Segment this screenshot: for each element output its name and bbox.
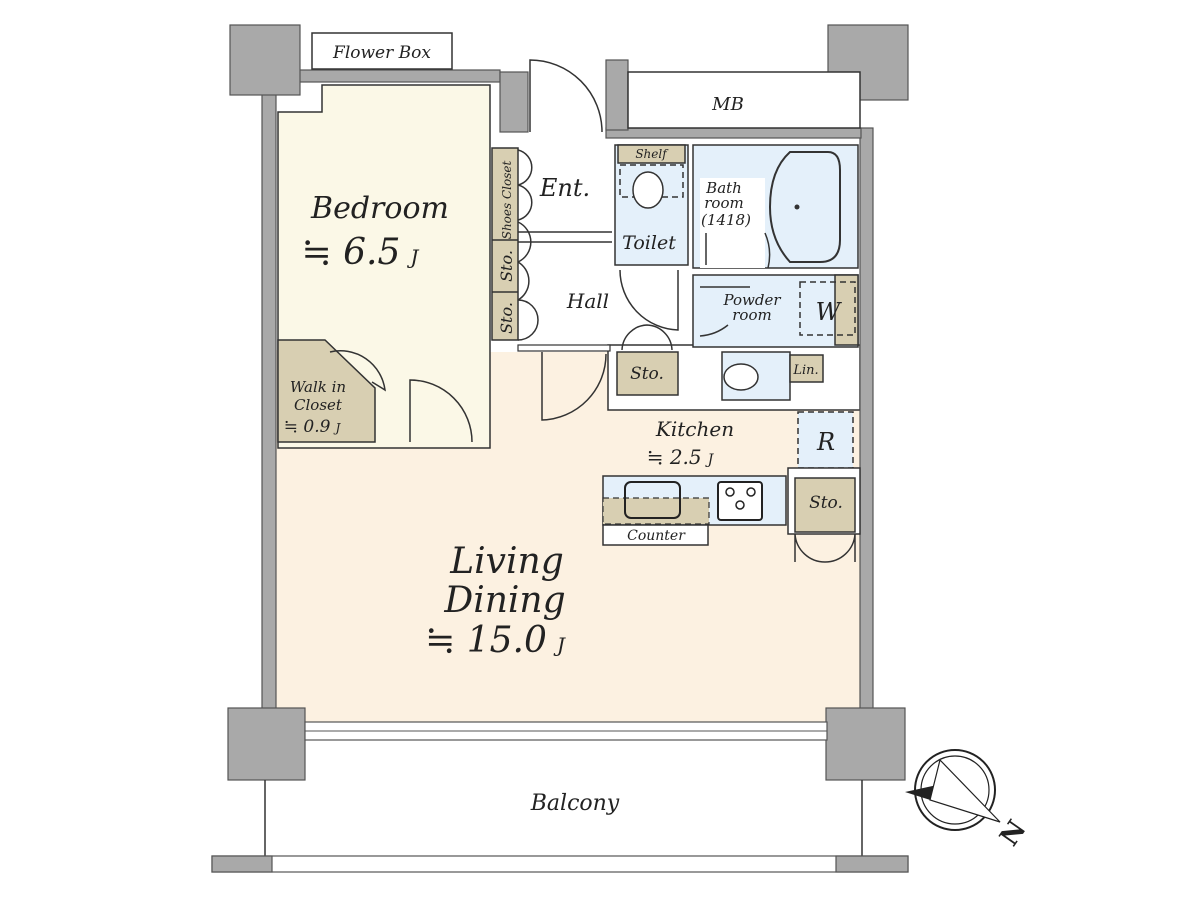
meter-box: [627, 71, 861, 129]
bathroom-label-3: (1418): [701, 211, 751, 229]
shoes-closet: [491, 147, 519, 341]
linen-closet: [789, 354, 824, 383]
bedroom-label: Bedroom: [310, 191, 449, 226]
toilet-label: Toilet: [622, 232, 676, 254]
pillar-top-right: [827, 24, 909, 101]
refrigerator-space: [797, 411, 854, 469]
walk-in-closet-label-1: Walk in: [290, 378, 346, 396]
bedroom-door: [409, 379, 473, 443]
bathroom-label-1: Bath: [705, 179, 742, 197]
kitchen-storage: [794, 477, 856, 533]
washer-space: [799, 281, 856, 336]
entrance-door[interactable]: [529, 59, 603, 133]
living-label: Living: [449, 541, 564, 582]
storage-label-1: Sto.: [497, 250, 516, 282]
balcony-railing: [211, 855, 909, 873]
wall-entrance-right: [605, 59, 629, 131]
pillar-bottom-left: [227, 707, 306, 781]
bathtub-icon: [768, 151, 841, 263]
shelf-label: Shelf: [635, 147, 669, 161]
counter-label: Counter: [627, 528, 686, 544]
wall-entrance: [499, 71, 529, 133]
walk-in-closet-label-2: Closet: [294, 396, 343, 414]
wall-top: [274, 69, 501, 83]
flower-box-label: Flower Box: [332, 43, 431, 63]
powder-room-label-2: room: [732, 306, 771, 324]
pillar-bottom-right: [825, 707, 906, 781]
kitchen-label: Kitchen: [655, 417, 734, 441]
entrance-label: Ent.: [539, 174, 590, 202]
mb-label: MB: [711, 94, 744, 115]
storage-label-2: Sto.: [497, 302, 516, 334]
bathroom-label-2: room: [704, 194, 743, 212]
wall-mb: [605, 127, 862, 139]
bathroom-door[interactable]: [705, 232, 771, 269]
hall-storage: [616, 351, 679, 396]
wall-left: [261, 79, 277, 721]
counter-label-box: [602, 524, 709, 546]
sink-icon: [723, 363, 759, 391]
shelf: [617, 144, 686, 164]
hall-storage-label: Sto.: [630, 364, 664, 384]
shoes-closet-label: Shoes Closet: [500, 161, 514, 240]
refrigerator-label: R: [816, 428, 835, 456]
washer-label: W: [816, 298, 843, 326]
powder-room-label-1: Powder: [722, 291, 781, 309]
dining-label: Dining: [443, 580, 565, 621]
walk-in-closet: [277, 339, 376, 443]
north-compass-icon: N: [905, 749, 1033, 852]
closet-door: [329, 350, 386, 392]
flower-box: [311, 32, 453, 70]
wall-right: [859, 127, 874, 721]
toilet-door[interactable]: [619, 269, 679, 331]
toilet-icon: [632, 171, 664, 209]
north-label: N: [994, 815, 1032, 852]
hall-door[interactable]: [541, 352, 607, 421]
kitchen-storage-doors[interactable]: [794, 533, 856, 563]
linen-label: Lin.: [792, 363, 818, 378]
pillar-top-left: [229, 24, 301, 96]
kitchen-sink-icon: [624, 481, 681, 519]
balcony-label: Balcony: [530, 791, 620, 816]
kitchen-storage-label: Sto.: [809, 493, 843, 513]
hall-label: Hall: [566, 289, 609, 313]
